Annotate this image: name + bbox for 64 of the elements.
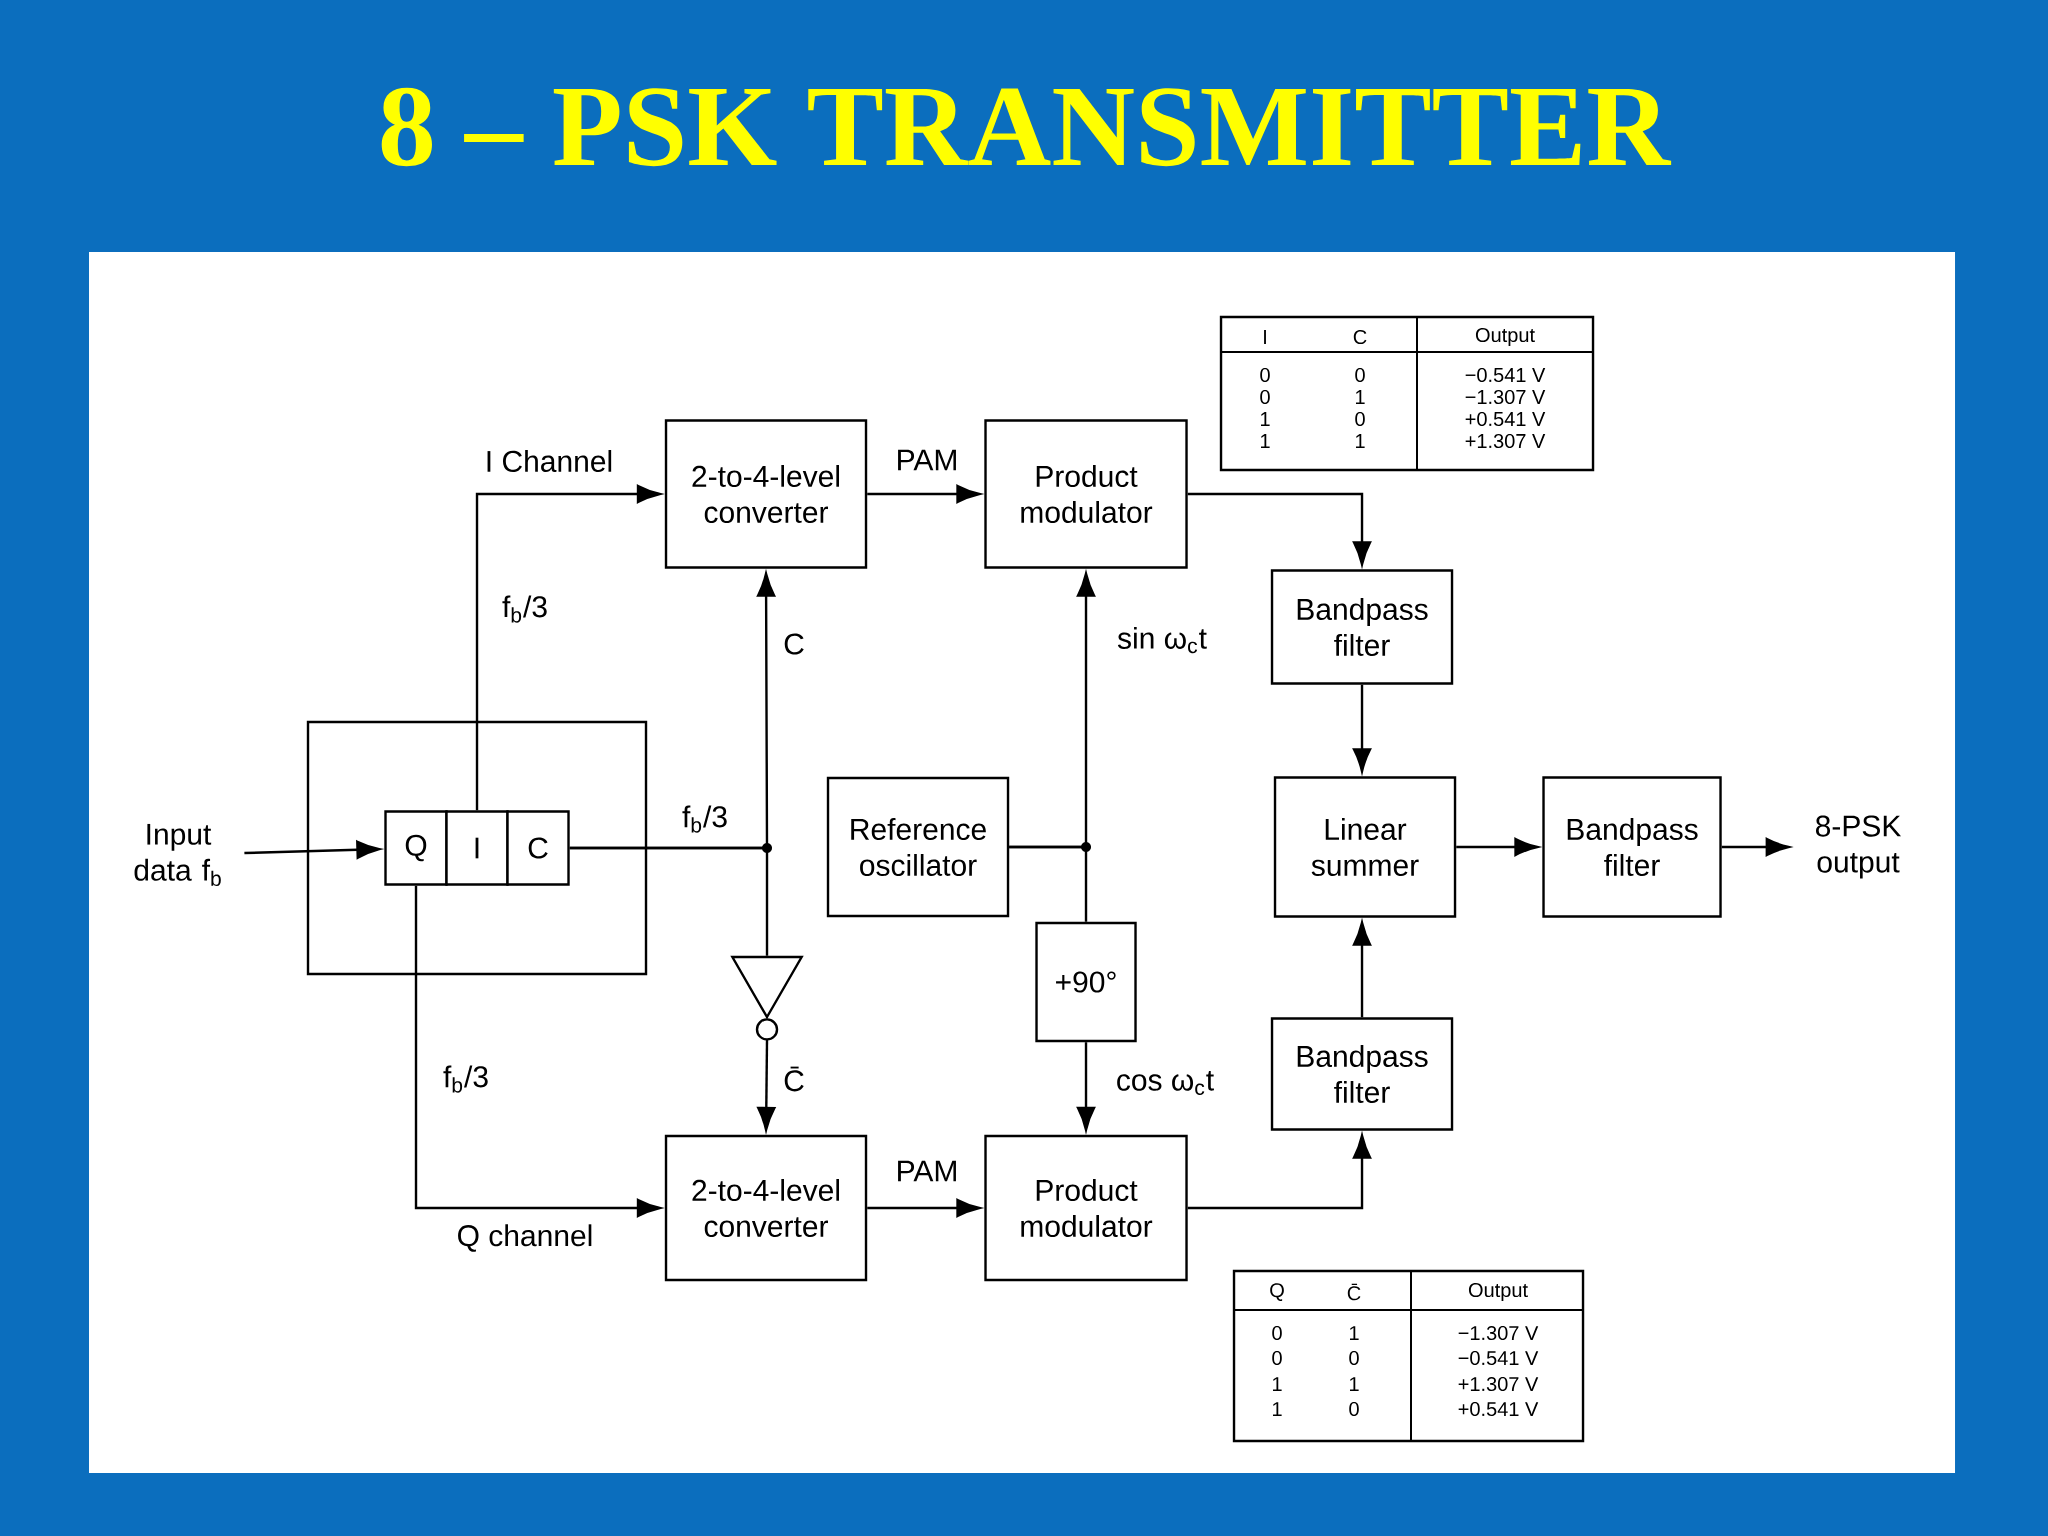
table-cell: 0 [1260,367,1270,383]
table-cell: 1 [1356,390,1365,404]
arrow [1352,921,1372,1018]
table-cell: 1 [1261,434,1270,448]
modulator-box: Product modulator [984,419,1188,569]
modulator-box: Product modulator [984,1134,1188,1282]
output-label: 8-PSK output [1816,815,1902,879]
table-cell: −1.307 V [1458,1325,1539,1341]
register-box [306,720,648,976]
arrow [1456,837,1539,857]
arrow [867,1198,981,1218]
arrow [867,484,981,504]
table-cell: +0.541 V [1465,411,1546,427]
converter-box: 2-to-4-level converter [664,419,868,569]
edge-label: f$_{b}$/3 [500,593,551,625]
table-cell: 0 [1272,1325,1282,1341]
title: 8 – PSK TRANSMITTER [381,87,1672,167]
table-cell: 1 [1261,412,1270,426]
table-cell: +0.541 V [1458,1401,1539,1417]
table-cell: 0 [1355,367,1365,383]
table-cell: 1 [1350,1326,1359,1340]
arrow [1187,492,1372,566]
table-cell: Output [1468,1282,1528,1302]
table-cell: Output [1475,327,1535,347]
summer-box: Linear summer [1273,776,1457,918]
oscillator-box: Reference oscillator [826,776,1010,918]
table-cell: −0.541 V [1465,367,1546,383]
edge-label: C [781,631,807,657]
table-cell: 0 [1349,1401,1359,1417]
table-cell: 1 [1356,434,1365,448]
arrow [244,840,381,859]
edge-label: cos ω$_{c}$t [1113,1069,1217,1097]
table-cell: 0 [1272,1350,1282,1366]
filter-box: Bandpass filter [1270,1017,1454,1131]
table-cell: 1 [1273,1377,1282,1391]
edge-label: sin ω$_{c}$t [1115,624,1209,656]
arrow [1187,1134,1372,1210]
register-cell: I [445,810,509,886]
arrow [1352,684,1372,773]
table-cell: C [1353,329,1367,345]
table-cell: 0 [1260,389,1270,405]
edge-label: f$_{b}$/3 [441,1063,492,1095]
filter-box: Bandpass filter [1270,569,1454,685]
table-cell: +1.307 V [1465,433,1546,449]
edge-label: C̄ [781,1064,807,1094]
table-cell: 1 [1350,1377,1359,1391]
table-cell: −0.541 V [1458,1350,1539,1366]
edge-label: f$_{b}$/3 [680,803,731,835]
register-cell: C [506,810,570,886]
input-label: Input data f$_{b}$ [134,823,221,887]
table-cell: 1 [1273,1402,1282,1416]
register-cell: Q [384,810,448,886]
channel-label: I Channel [482,448,616,474]
table-cell: 0 [1355,411,1365,427]
phase-shift-box: +90° [1035,921,1137,1043]
converter-box: 2-to-4-level converter [664,1134,868,1282]
table-cell: −1.307 V [1465,389,1546,405]
filter-box: Bandpass filter [1542,776,1722,918]
table-cell: Q [1270,1283,1284,1301]
table-cell: 0 [1349,1350,1359,1366]
table-cell: C̄ [1347,1283,1361,1301]
channel-label: Q channel [454,1222,596,1254]
table-cell: +1.307 V [1458,1376,1539,1392]
table-cell: I [1264,330,1266,344]
